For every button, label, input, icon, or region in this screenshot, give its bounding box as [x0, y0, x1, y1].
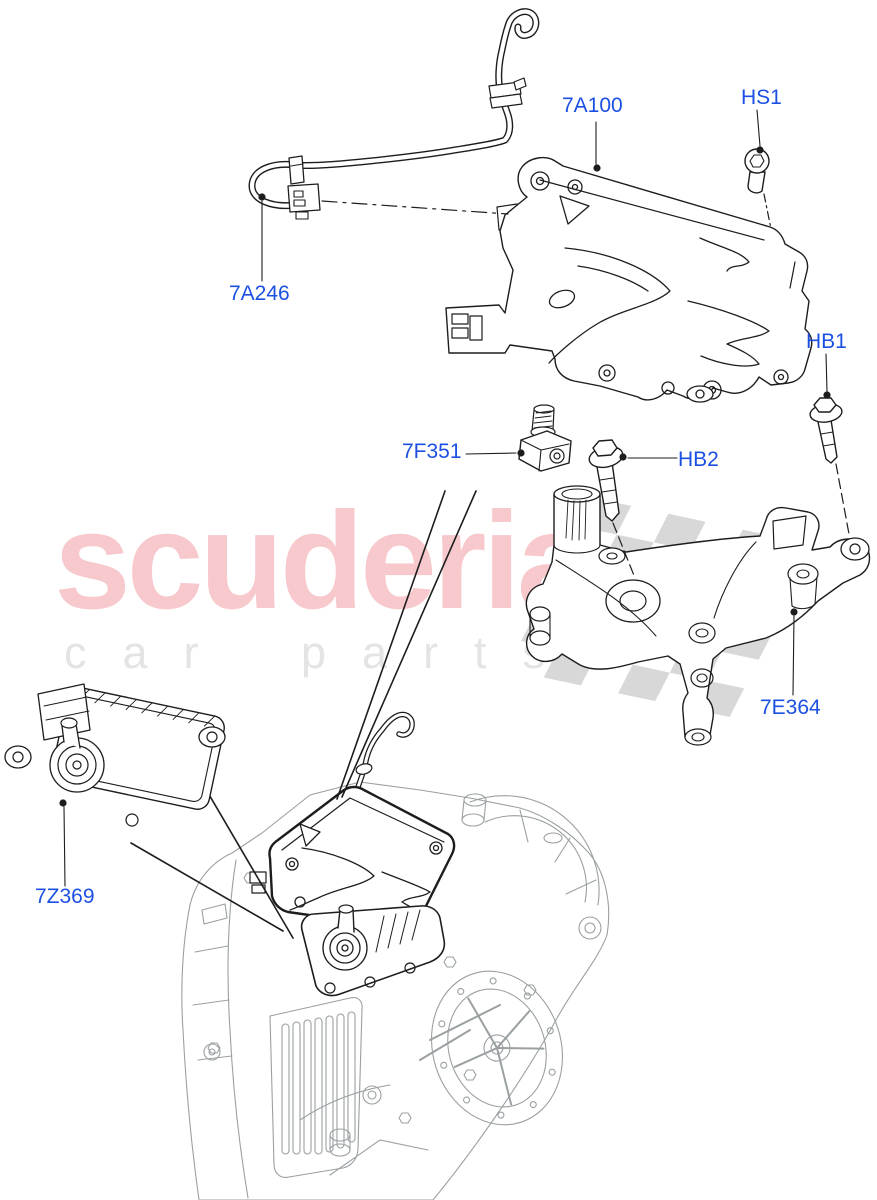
bolt-hb1-drawing [809, 397, 843, 464]
bracket-7e364-drawing [525, 485, 871, 746]
part-label-hb1[interactable]: HB1 [806, 330, 847, 353]
leader-lines [59, 109, 831, 887]
part-label-hb2[interactable]: HB2 [678, 448, 719, 471]
installed-valve-cover-drawing [249, 711, 456, 997]
sensor-7f351-drawing [518, 404, 572, 472]
module-7z369-drawing [4, 683, 226, 827]
hose-7a246-drawing [248, 8, 540, 220]
part-label-7z369[interactable]: 7Z369 [35, 885, 95, 908]
watermark-tagline: car parts [64, 627, 582, 678]
watermark-brand: scuderia [54, 484, 594, 638]
assembly-dash-lines [321, 193, 850, 579]
part-label-7f351[interactable]: 7F351 [402, 440, 462, 463]
bolt-hb2-drawing [588, 439, 624, 522]
part-label-hs1[interactable]: HS1 [741, 86, 782, 109]
part-label-7a100[interactable]: 7A100 [562, 94, 623, 117]
screw-hs1-drawing [744, 148, 770, 194]
plate-7a100-drawing [445, 156, 813, 403]
part-label-7a246[interactable]: 7A246 [229, 282, 290, 305]
part-label-7e364[interactable]: 7E364 [760, 696, 821, 719]
